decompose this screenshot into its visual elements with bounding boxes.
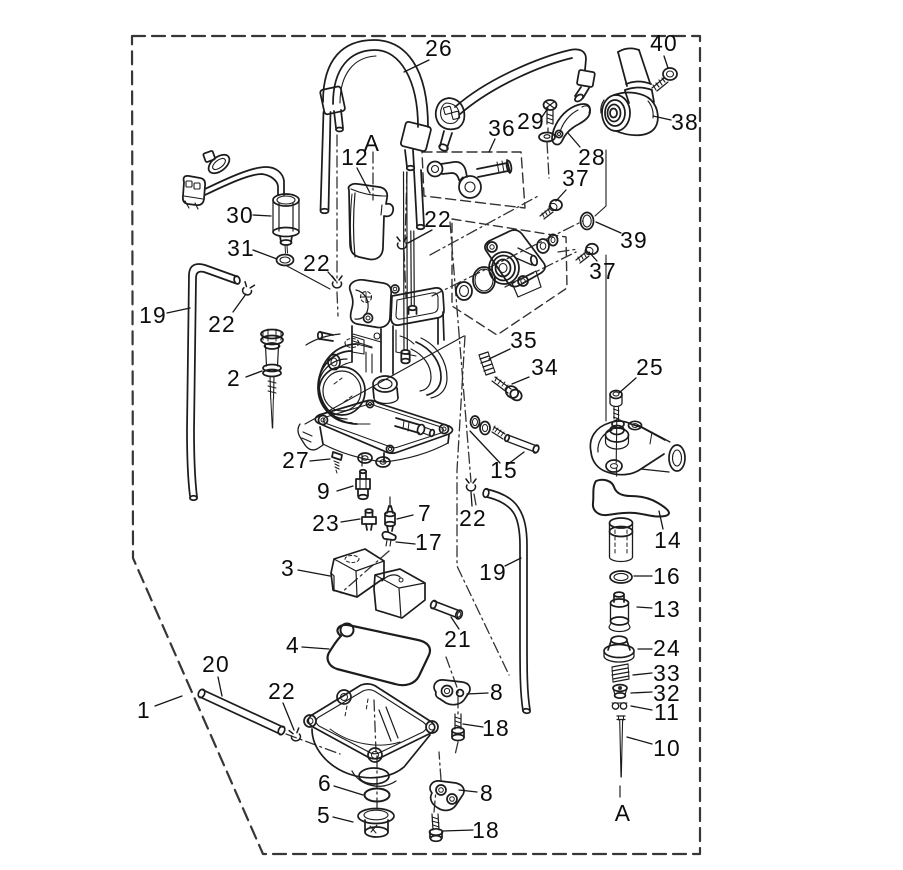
svg-text:18: 18 <box>472 817 500 843</box>
svg-text:19: 19 <box>139 302 167 328</box>
svg-text:39: 39 <box>620 227 648 253</box>
svg-text:37: 37 <box>589 258 617 284</box>
svg-text:10: 10 <box>653 735 681 761</box>
svg-text:21: 21 <box>444 626 472 652</box>
svg-text:4: 4 <box>286 632 300 658</box>
svg-text:34: 34 <box>531 354 559 380</box>
svg-text:19: 19 <box>479 559 507 585</box>
svg-text:31: 31 <box>227 235 255 261</box>
svg-text:9: 9 <box>317 478 331 504</box>
svg-text:22: 22 <box>303 250 331 276</box>
svg-text:23: 23 <box>312 510 340 536</box>
svg-text:12: 12 <box>341 144 369 170</box>
svg-text:25: 25 <box>636 354 664 380</box>
svg-text:14: 14 <box>654 527 682 553</box>
svg-text:36: 36 <box>488 115 516 141</box>
svg-text:38: 38 <box>671 109 699 135</box>
svg-text:32: 32 <box>653 680 681 706</box>
svg-text:37: 37 <box>562 165 590 191</box>
svg-text:30: 30 <box>226 202 254 228</box>
svg-text:26: 26 <box>425 35 453 61</box>
svg-text:22: 22 <box>208 311 236 337</box>
svg-text:35: 35 <box>510 327 538 353</box>
svg-text:22: 22 <box>459 505 487 531</box>
svg-text:8: 8 <box>480 780 494 806</box>
svg-text:5: 5 <box>317 802 331 828</box>
svg-text:22: 22 <box>268 678 296 704</box>
svg-text:8: 8 <box>490 679 504 705</box>
svg-text:27: 27 <box>282 447 310 473</box>
svg-text:2: 2 <box>227 365 241 391</box>
svg-text:33: 33 <box>653 660 681 686</box>
svg-text:20: 20 <box>202 651 230 677</box>
svg-text:18: 18 <box>482 715 510 741</box>
svg-text:16: 16 <box>653 563 681 589</box>
svg-text:13: 13 <box>653 596 681 622</box>
svg-text:7: 7 <box>418 500 432 526</box>
svg-text:A: A <box>615 800 631 826</box>
svg-text:6: 6 <box>318 770 332 796</box>
svg-text:40: 40 <box>650 30 678 56</box>
svg-text:22: 22 <box>424 206 452 232</box>
svg-text:15: 15 <box>490 457 518 483</box>
svg-text:24: 24 <box>653 635 681 661</box>
svg-text:3: 3 <box>281 555 295 581</box>
svg-text:29: 29 <box>517 108 545 134</box>
svg-text:17: 17 <box>415 529 443 555</box>
svg-text:A: A <box>364 130 380 156</box>
svg-text:28: 28 <box>578 144 606 170</box>
svg-text:11: 11 <box>654 699 680 725</box>
svg-text:1: 1 <box>137 697 151 723</box>
